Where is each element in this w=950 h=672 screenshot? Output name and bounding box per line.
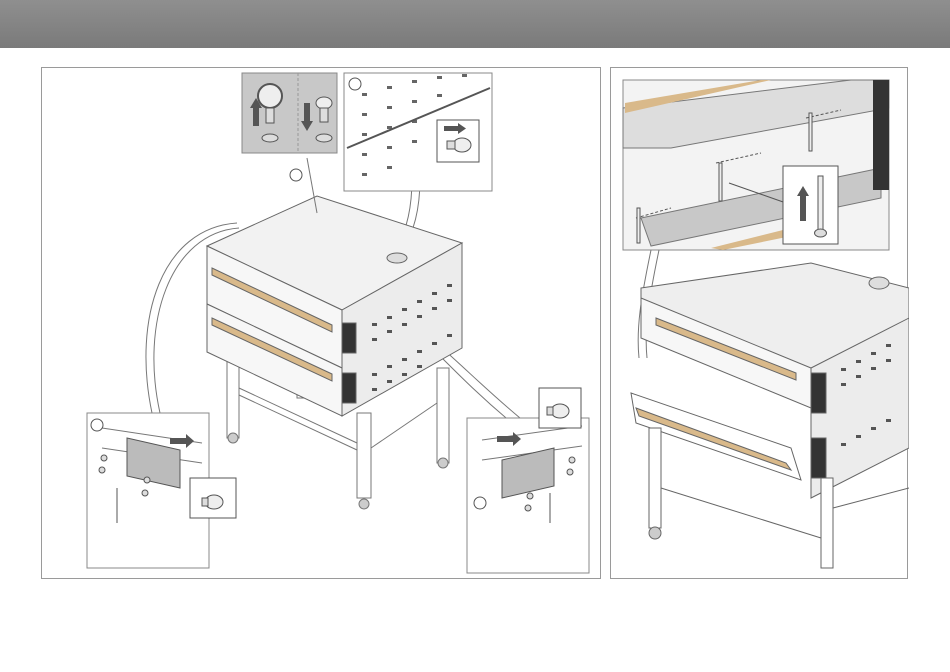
assembly-panel-left	[41, 67, 601, 579]
inset-bracket-right	[467, 388, 589, 573]
inset-bracket-left	[87, 413, 236, 568]
oven-assembly-illustration	[42, 68, 602, 580]
inset-side-panel	[344, 73, 492, 191]
inset-bolt-detail	[623, 80, 889, 250]
inset-eyebolt-removal	[242, 73, 337, 213]
assembly-panel-right	[610, 67, 908, 579]
oven-body	[631, 263, 909, 568]
oven-detail-illustration	[611, 68, 909, 580]
oven-body	[207, 196, 462, 416]
header-bar	[0, 0, 950, 48]
